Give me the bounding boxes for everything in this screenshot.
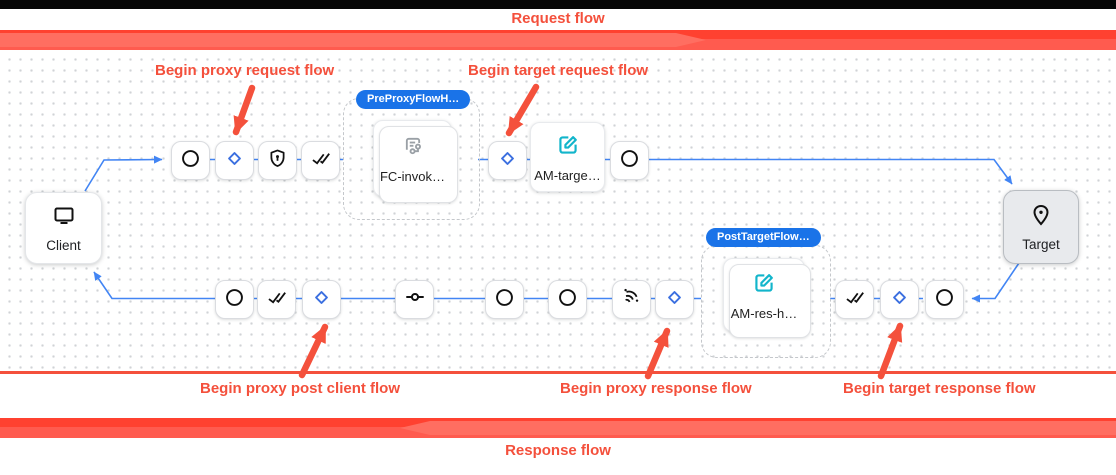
target-label: Target xyxy=(1022,236,1060,252)
step-node-response-start[interactable] xyxy=(485,280,524,319)
diamond-icon xyxy=(497,148,518,174)
label-begin-target-response-flow: Begin target response flow xyxy=(843,380,1036,397)
policy-label: FC-invok… xyxy=(379,169,445,184)
request-flow-bar xyxy=(0,30,1116,50)
place-pin-icon xyxy=(1029,203,1053,232)
step-node-response-step[interactable] xyxy=(548,280,587,319)
step-node-target-response-flow[interactable] xyxy=(880,280,919,319)
step-node-target-response-policy[interactable] xyxy=(835,280,874,319)
label-begin-proxy-request-flow: Begin proxy request flow xyxy=(155,62,335,79)
step-node-proxy-post-client-flow[interactable] xyxy=(302,280,341,319)
policy-node-assign-message-response[interactable]: AM-res-h… xyxy=(723,258,811,338)
request-flow-arrow xyxy=(0,33,706,47)
double-check-icon xyxy=(266,286,288,313)
circle-icon xyxy=(224,287,245,313)
step-node-proxy-response-flow[interactable] xyxy=(655,280,694,319)
step-node-request-start[interactable] xyxy=(171,141,210,180)
pre-proxy-flowhook-badge[interactable]: PreProxyFlowH… xyxy=(356,90,471,109)
label-begin-proxy-post-client-flow: Begin proxy post client flow xyxy=(200,380,401,397)
step-node-target-start[interactable] xyxy=(610,141,649,180)
circle-icon xyxy=(494,287,515,313)
policy-node-assign-message-target[interactable]: AM-targe… xyxy=(530,122,605,192)
response-flow-title: Response flow xyxy=(505,442,611,459)
edit-square-icon xyxy=(555,132,581,163)
inline-circle-icon xyxy=(404,286,426,313)
double-check-icon xyxy=(844,286,866,313)
signal-hand-icon xyxy=(621,286,643,313)
shield-lock-icon xyxy=(267,148,288,174)
step-node-response-sent-marker[interactable] xyxy=(395,280,434,319)
label-begin-target-request-flow: Begin target request flow xyxy=(468,62,649,79)
step-node-post-client-end[interactable] xyxy=(215,280,254,319)
post-target-flowhook-badge[interactable]: PostTargetFlow… xyxy=(706,228,821,247)
circle-icon xyxy=(619,148,640,174)
flow-callout-icon xyxy=(400,133,426,164)
monitor-icon xyxy=(51,204,77,233)
target-node[interactable]: Target xyxy=(1003,190,1079,264)
diamond-icon xyxy=(889,287,910,313)
client-label: Client xyxy=(46,237,81,253)
label-begin-proxy-response-flow: Begin proxy response flow xyxy=(560,380,752,397)
step-node-security-policy[interactable] xyxy=(258,141,297,180)
double-check-icon xyxy=(310,147,332,174)
top-black-bar xyxy=(0,0,1116,9)
policy-label: AM-res-h… xyxy=(730,305,798,321)
step-node-proxy-request-flow[interactable] xyxy=(215,141,254,180)
circle-icon xyxy=(557,287,578,313)
red-divider-line xyxy=(0,371,1116,374)
policy-node-flow-callout[interactable]: FC-invok… xyxy=(373,120,458,203)
client-node[interactable]: Client xyxy=(25,192,102,264)
edit-square-icon xyxy=(751,270,777,301)
diagram-grid-background xyxy=(0,50,1116,372)
diamond-icon xyxy=(664,287,685,313)
step-node-verify-policy[interactable] xyxy=(301,141,340,180)
policy-label: AM-targe… xyxy=(534,167,601,183)
step-node-logging-policy[interactable] xyxy=(612,280,651,319)
response-flow-arrow xyxy=(400,421,1116,435)
step-node-target-request-flow[interactable] xyxy=(488,141,527,180)
diamond-icon xyxy=(311,287,332,313)
step-node-target-response-start[interactable] xyxy=(925,280,964,319)
circle-icon xyxy=(180,148,201,174)
response-flow-bar xyxy=(0,418,1116,438)
step-node-post-client-policy[interactable] xyxy=(257,280,296,319)
diamond-icon xyxy=(224,148,245,174)
request-flow-title: Request flow xyxy=(511,10,605,27)
circle-icon xyxy=(934,287,955,313)
